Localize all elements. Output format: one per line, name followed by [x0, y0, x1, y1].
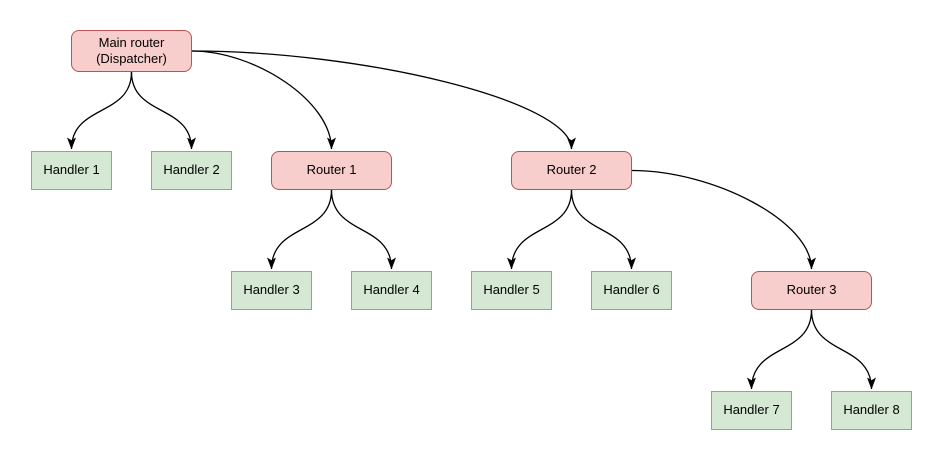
node-h4: Handler 4: [351, 271, 432, 310]
node-h2: Handler 2: [151, 151, 232, 190]
edge-r2-to-h5: [507, 189, 573, 270]
node-label-r3: Router 3: [786, 282, 837, 298]
edge-main-to-r1: [191, 50, 336, 150]
node-label-h7: Handler 7: [723, 402, 780, 418]
node-label-h3: Handler 3: [243, 282, 300, 298]
edge-main-to-h1: [67, 71, 133, 150]
edge-r2-to-h6: [570, 189, 636, 270]
node-label-h4: Handler 4: [363, 282, 420, 298]
node-label-main: Main router (Dispatcher): [96, 34, 167, 66]
node-r2: Router 2: [511, 151, 632, 190]
node-main: Main router (Dispatcher): [71, 30, 192, 72]
node-label-h6: Handler 6: [603, 282, 660, 298]
node-label-h1: Handler 1: [43, 162, 100, 178]
edge-main-to-r2: [191, 50, 576, 150]
node-h1: Handler 1: [31, 151, 112, 190]
node-h3: Handler 3: [231, 271, 312, 310]
node-label-r1: Router 1: [306, 162, 357, 178]
node-h7: Handler 7: [711, 391, 792, 430]
node-h8: Handler 8: [831, 391, 912, 430]
node-h5: Handler 5: [471, 271, 552, 310]
edges-group: [67, 50, 876, 390]
edge-r1-to-h3: [267, 189, 333, 270]
node-r1: Router 1: [271, 151, 392, 190]
node-label-h8: Handler 8: [843, 402, 900, 418]
node-label-h5: Handler 5: [483, 282, 540, 298]
node-label-h2: Handler 2: [163, 162, 220, 178]
node-h6: Handler 6: [591, 271, 672, 310]
edge-r3-to-h7: [747, 309, 813, 390]
edge-main-to-h2: [130, 71, 196, 150]
edge-r1-to-h4: [330, 189, 396, 270]
edge-r2-to-r3: [631, 169, 816, 270]
node-label-r2: Router 2: [546, 162, 597, 178]
node-r3: Router 3: [751, 271, 872, 310]
edge-r3-to-h8: [810, 309, 876, 390]
